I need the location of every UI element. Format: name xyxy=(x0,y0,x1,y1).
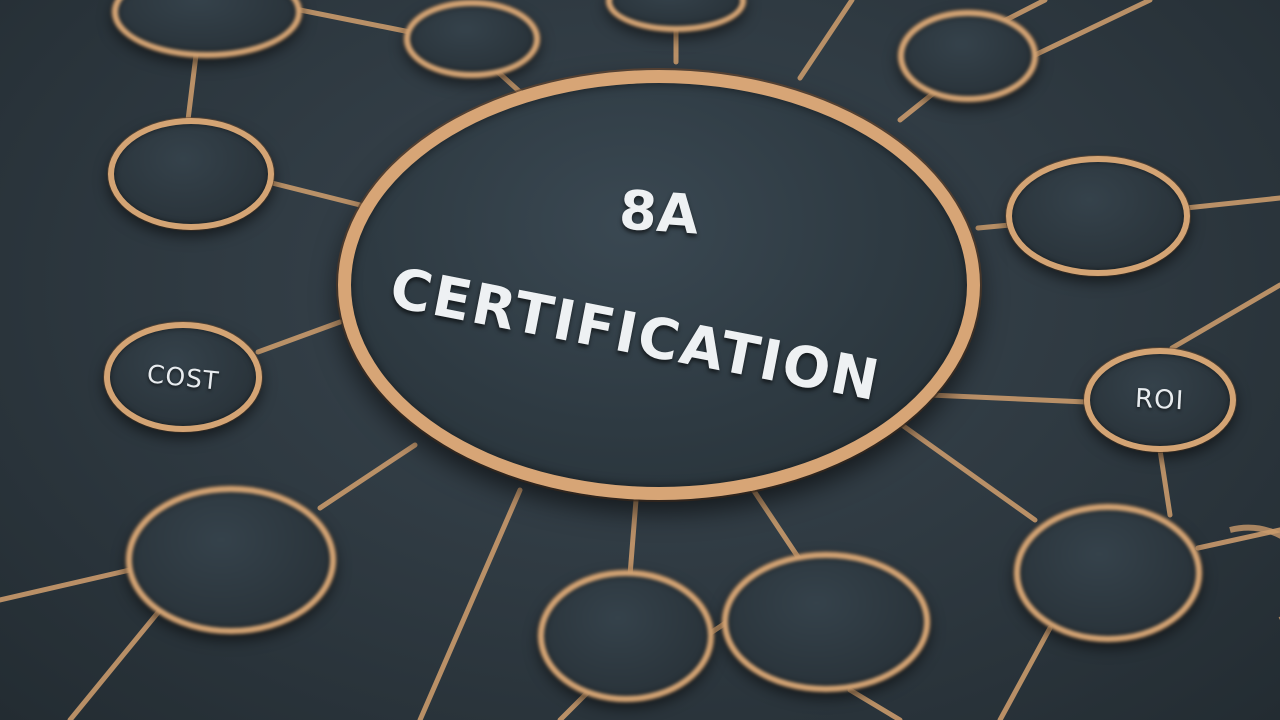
link-top-left-down xyxy=(185,52,199,123)
link-hub-bottom-b xyxy=(627,497,639,578)
link-hub-cost xyxy=(255,319,343,355)
link-hub-bottom-a xyxy=(417,487,523,720)
link-hub-upper-left xyxy=(265,179,363,208)
node-bottom-center-left xyxy=(538,570,714,702)
link-lower-left-out xyxy=(0,567,133,603)
link-top-left-right xyxy=(287,5,413,35)
node-cost: COST xyxy=(104,322,262,432)
hub-title-8a: 8A xyxy=(617,178,701,247)
node-lower-right xyxy=(1014,504,1202,642)
link-roi-down xyxy=(1157,447,1173,518)
link-lower-left-down xyxy=(67,607,163,720)
node-lower-left xyxy=(126,486,336,634)
node-roi-label: ROI xyxy=(1134,383,1186,417)
link-hub-top-left-2 xyxy=(495,69,523,95)
node-roi: ROI xyxy=(1084,348,1236,452)
node-upper-left xyxy=(108,118,274,230)
link-hub-lower-left xyxy=(317,442,418,511)
link-right-out xyxy=(1183,195,1280,211)
link-hub-roi xyxy=(927,392,1089,405)
link-bottom-c-down xyxy=(847,687,903,720)
link-lower-right-down xyxy=(997,625,1053,720)
link-hub-top-center xyxy=(797,0,855,81)
link-hub-right xyxy=(975,222,1013,231)
node-top-right xyxy=(898,10,1038,102)
node-top-left-2 xyxy=(404,0,540,78)
hub-title-certification: CERTIFICATION xyxy=(384,255,886,415)
link-top-right-out xyxy=(1032,0,1153,58)
link-hub-bottom-c xyxy=(749,485,803,563)
node-right-empty xyxy=(1006,156,1190,276)
central-hub: 8A CERTIFICATION xyxy=(338,70,980,500)
link-hub-top-right xyxy=(897,89,938,123)
edge-arc-right xyxy=(1229,524,1280,620)
link-roi-up xyxy=(1169,282,1280,351)
link-bottom-b-down xyxy=(557,687,593,720)
node-bottom-center-right xyxy=(722,552,930,692)
link-hub-lower-right xyxy=(892,417,1038,523)
node-cost-label: COST xyxy=(145,358,221,396)
